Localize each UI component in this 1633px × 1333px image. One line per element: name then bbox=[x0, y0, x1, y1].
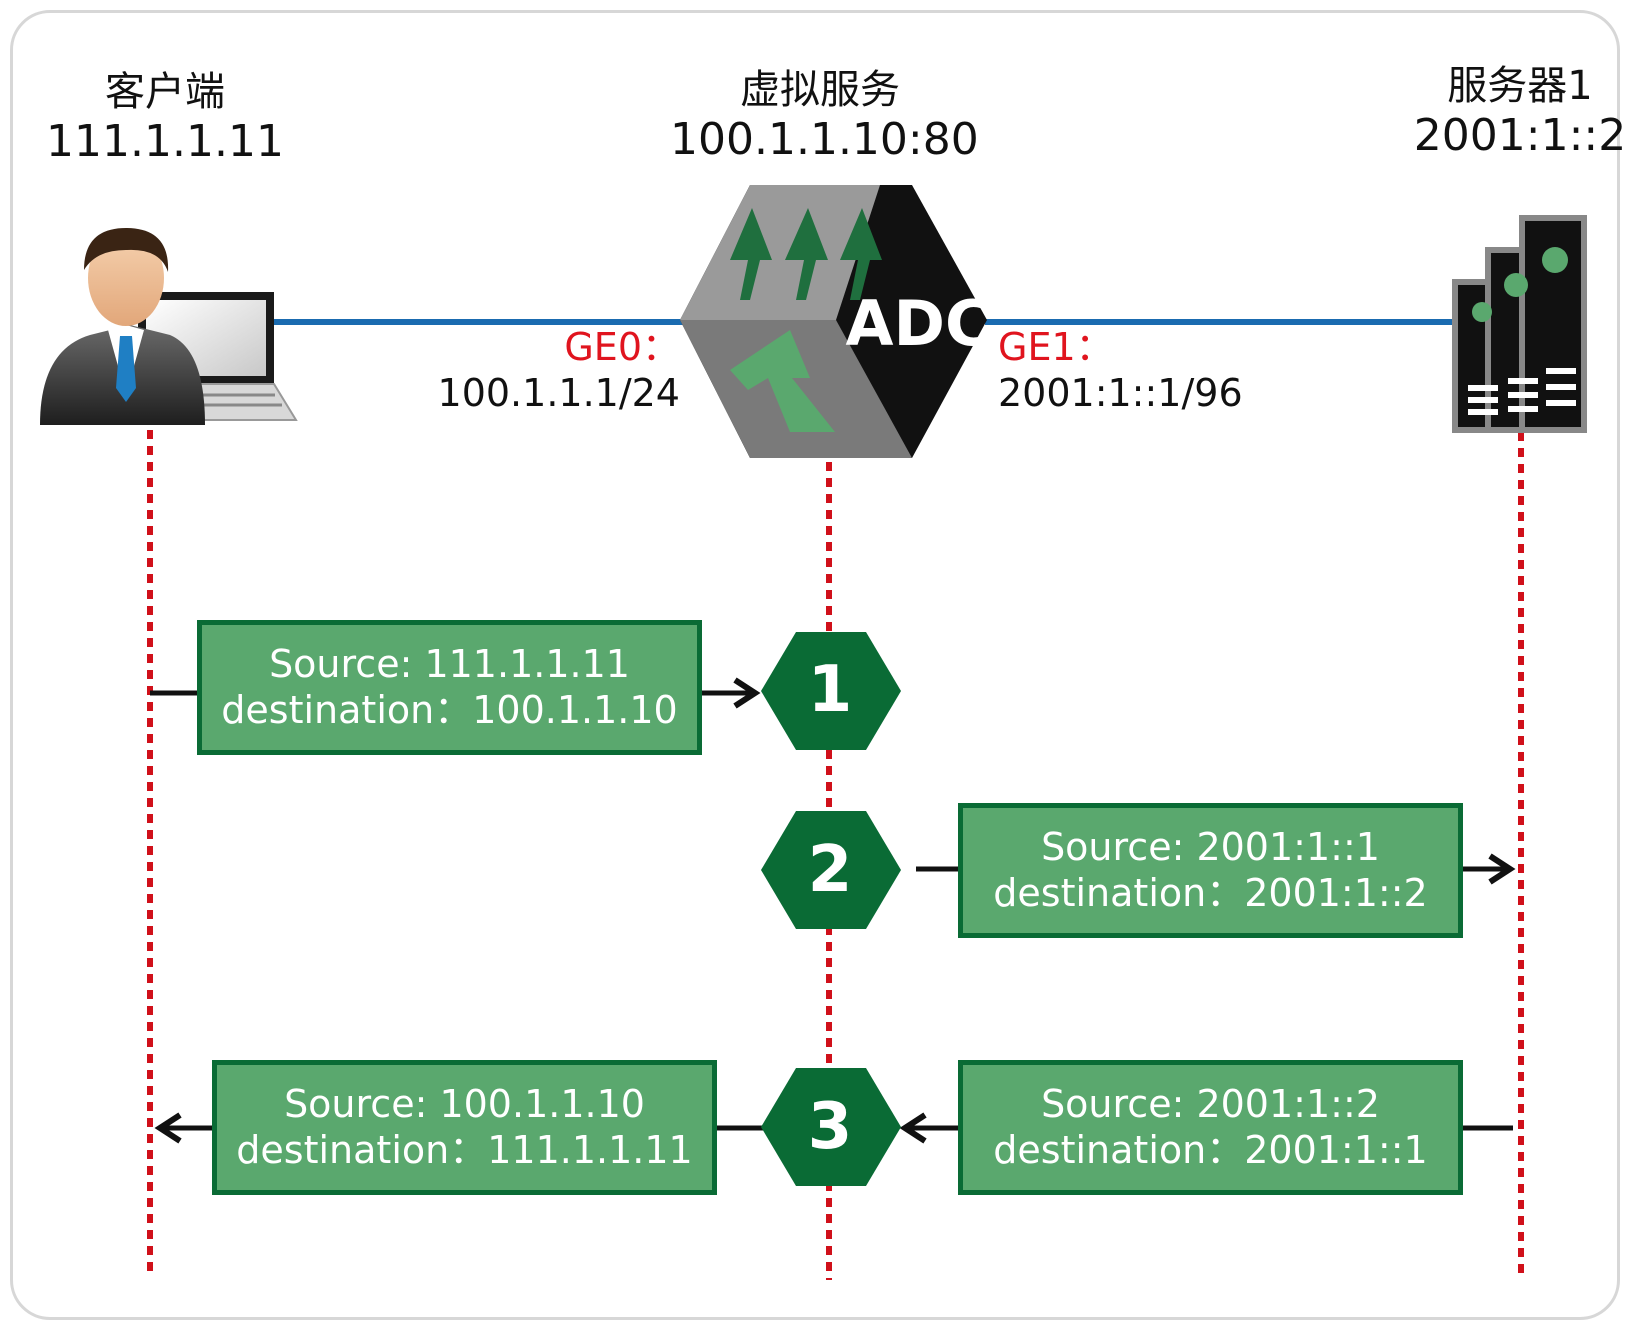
step1-packet-box: Source: 111.1.1.11 destination：100.1.1.1… bbox=[197, 620, 702, 755]
server-label: 服务器1 2001:1::2 bbox=[1400, 62, 1633, 163]
step3-server-packet-box: Source: 2001:1::2 destination：2001:1::1 bbox=[958, 1060, 1463, 1195]
step3-client-packet-destination: destination：111.1.1.11 bbox=[236, 1128, 693, 1172]
server-name: 服务器1 bbox=[1447, 63, 1593, 109]
step1-arrowhead bbox=[733, 677, 761, 709]
ge1-interface-label: GE1： 2001:1::1/96 bbox=[998, 325, 1318, 416]
ge0-interface-label: GE0： 100.1.1.1/24 bbox=[420, 325, 680, 416]
ge1-address: 2001:1::1/96 bbox=[998, 370, 1243, 415]
step1-packet-source: Source: 111.1.1.11 bbox=[269, 642, 630, 686]
step3-client-packet-source: Source: 100.1.1.10 bbox=[284, 1082, 645, 1126]
server-ip: 2001:1::2 bbox=[1413, 110, 1627, 161]
ge0-name: GE0： bbox=[564, 325, 680, 369]
step3-arrowhead-left bbox=[154, 1112, 182, 1144]
virtual-service-ip: 100.1.1.10:80 bbox=[670, 114, 979, 165]
client-label: 客户端 111.1.1.11 bbox=[40, 68, 290, 169]
user-with-laptop-icon bbox=[40, 228, 298, 425]
server-rack-icon bbox=[1452, 215, 1587, 433]
ge1-name: GE1： bbox=[998, 325, 1114, 369]
step3-number: 3 bbox=[807, 1090, 853, 1164]
client-ip: 111.1.1.11 bbox=[46, 116, 284, 167]
step3-arrowhead-right bbox=[899, 1112, 927, 1144]
step1-packet-destination: destination：100.1.1.10 bbox=[221, 688, 678, 732]
step2-packet-box: Source: 2001:1::1 destination：2001:1::2 bbox=[958, 803, 1463, 938]
step2-hexagon bbox=[761, 811, 901, 929]
step1-hexagon bbox=[761, 632, 901, 750]
client-name: 客户端 bbox=[105, 69, 225, 115]
step2-packet-source: Source: 2001:1::1 bbox=[1041, 825, 1380, 869]
step3-client-packet-box: Source: 100.1.1.10 destination：111.1.1.1… bbox=[212, 1060, 717, 1195]
adc-device-icon: ADC bbox=[680, 185, 990, 458]
step3-server-packet-destination: destination：2001:1::1 bbox=[993, 1128, 1428, 1172]
step2-packet-destination: destination：2001:1::2 bbox=[993, 871, 1428, 915]
step2-number: 2 bbox=[807, 833, 853, 907]
ge0-address: 100.1.1.1/24 bbox=[437, 370, 680, 415]
step2-arrowhead bbox=[1488, 853, 1516, 885]
step1-number: 1 bbox=[807, 653, 853, 727]
virtual-service-name: 虚拟服务 bbox=[740, 67, 900, 113]
step3-server-packet-source: Source: 2001:1::2 bbox=[1041, 1082, 1380, 1126]
adc-device-label: ADC bbox=[846, 287, 991, 360]
virtual-service-label: 虚拟服务 100.1.1.10:80 bbox=[670, 66, 979, 167]
step3-hexagon bbox=[761, 1068, 901, 1186]
